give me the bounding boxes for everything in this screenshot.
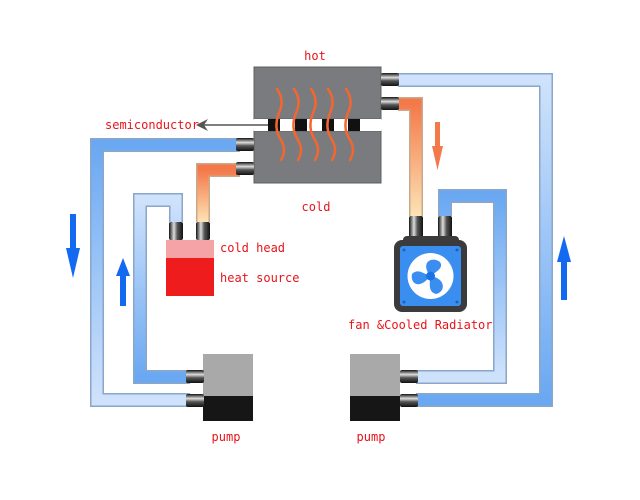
hot-plate — [253, 66, 382, 120]
label-hot: hot — [304, 49, 326, 63]
label-semiconductor: semiconductor — [105, 118, 199, 132]
heat-source-assembly — [166, 222, 214, 296]
flow-arrow-up-right — [557, 236, 571, 300]
flow-arrow-down-hot — [432, 122, 443, 170]
pipe-hot-left — [196, 163, 240, 222]
semiconductor-pointer-arrow — [196, 119, 268, 131]
flow-arrow-down-left — [66, 214, 80, 278]
label-heat-source: heat source — [220, 271, 299, 285]
heat-source-block — [166, 258, 214, 296]
label-radiator: fan &Cooled Radiator — [348, 318, 493, 332]
label-cold: cold — [302, 200, 331, 214]
label-pump-right: pump — [357, 430, 386, 444]
flow-arrow-up-left — [116, 258, 130, 306]
label-pump-left: pump — [212, 430, 241, 444]
label-cold-head: cold head — [220, 241, 285, 255]
peltier-module — [236, 66, 399, 184]
heat-wave-icons — [275, 87, 355, 162]
fan-radiator — [394, 216, 467, 312]
pump-left — [186, 354, 253, 421]
fan-icon — [407, 253, 454, 299]
pump-right — [350, 354, 418, 421]
cold-head-block — [166, 240, 214, 258]
